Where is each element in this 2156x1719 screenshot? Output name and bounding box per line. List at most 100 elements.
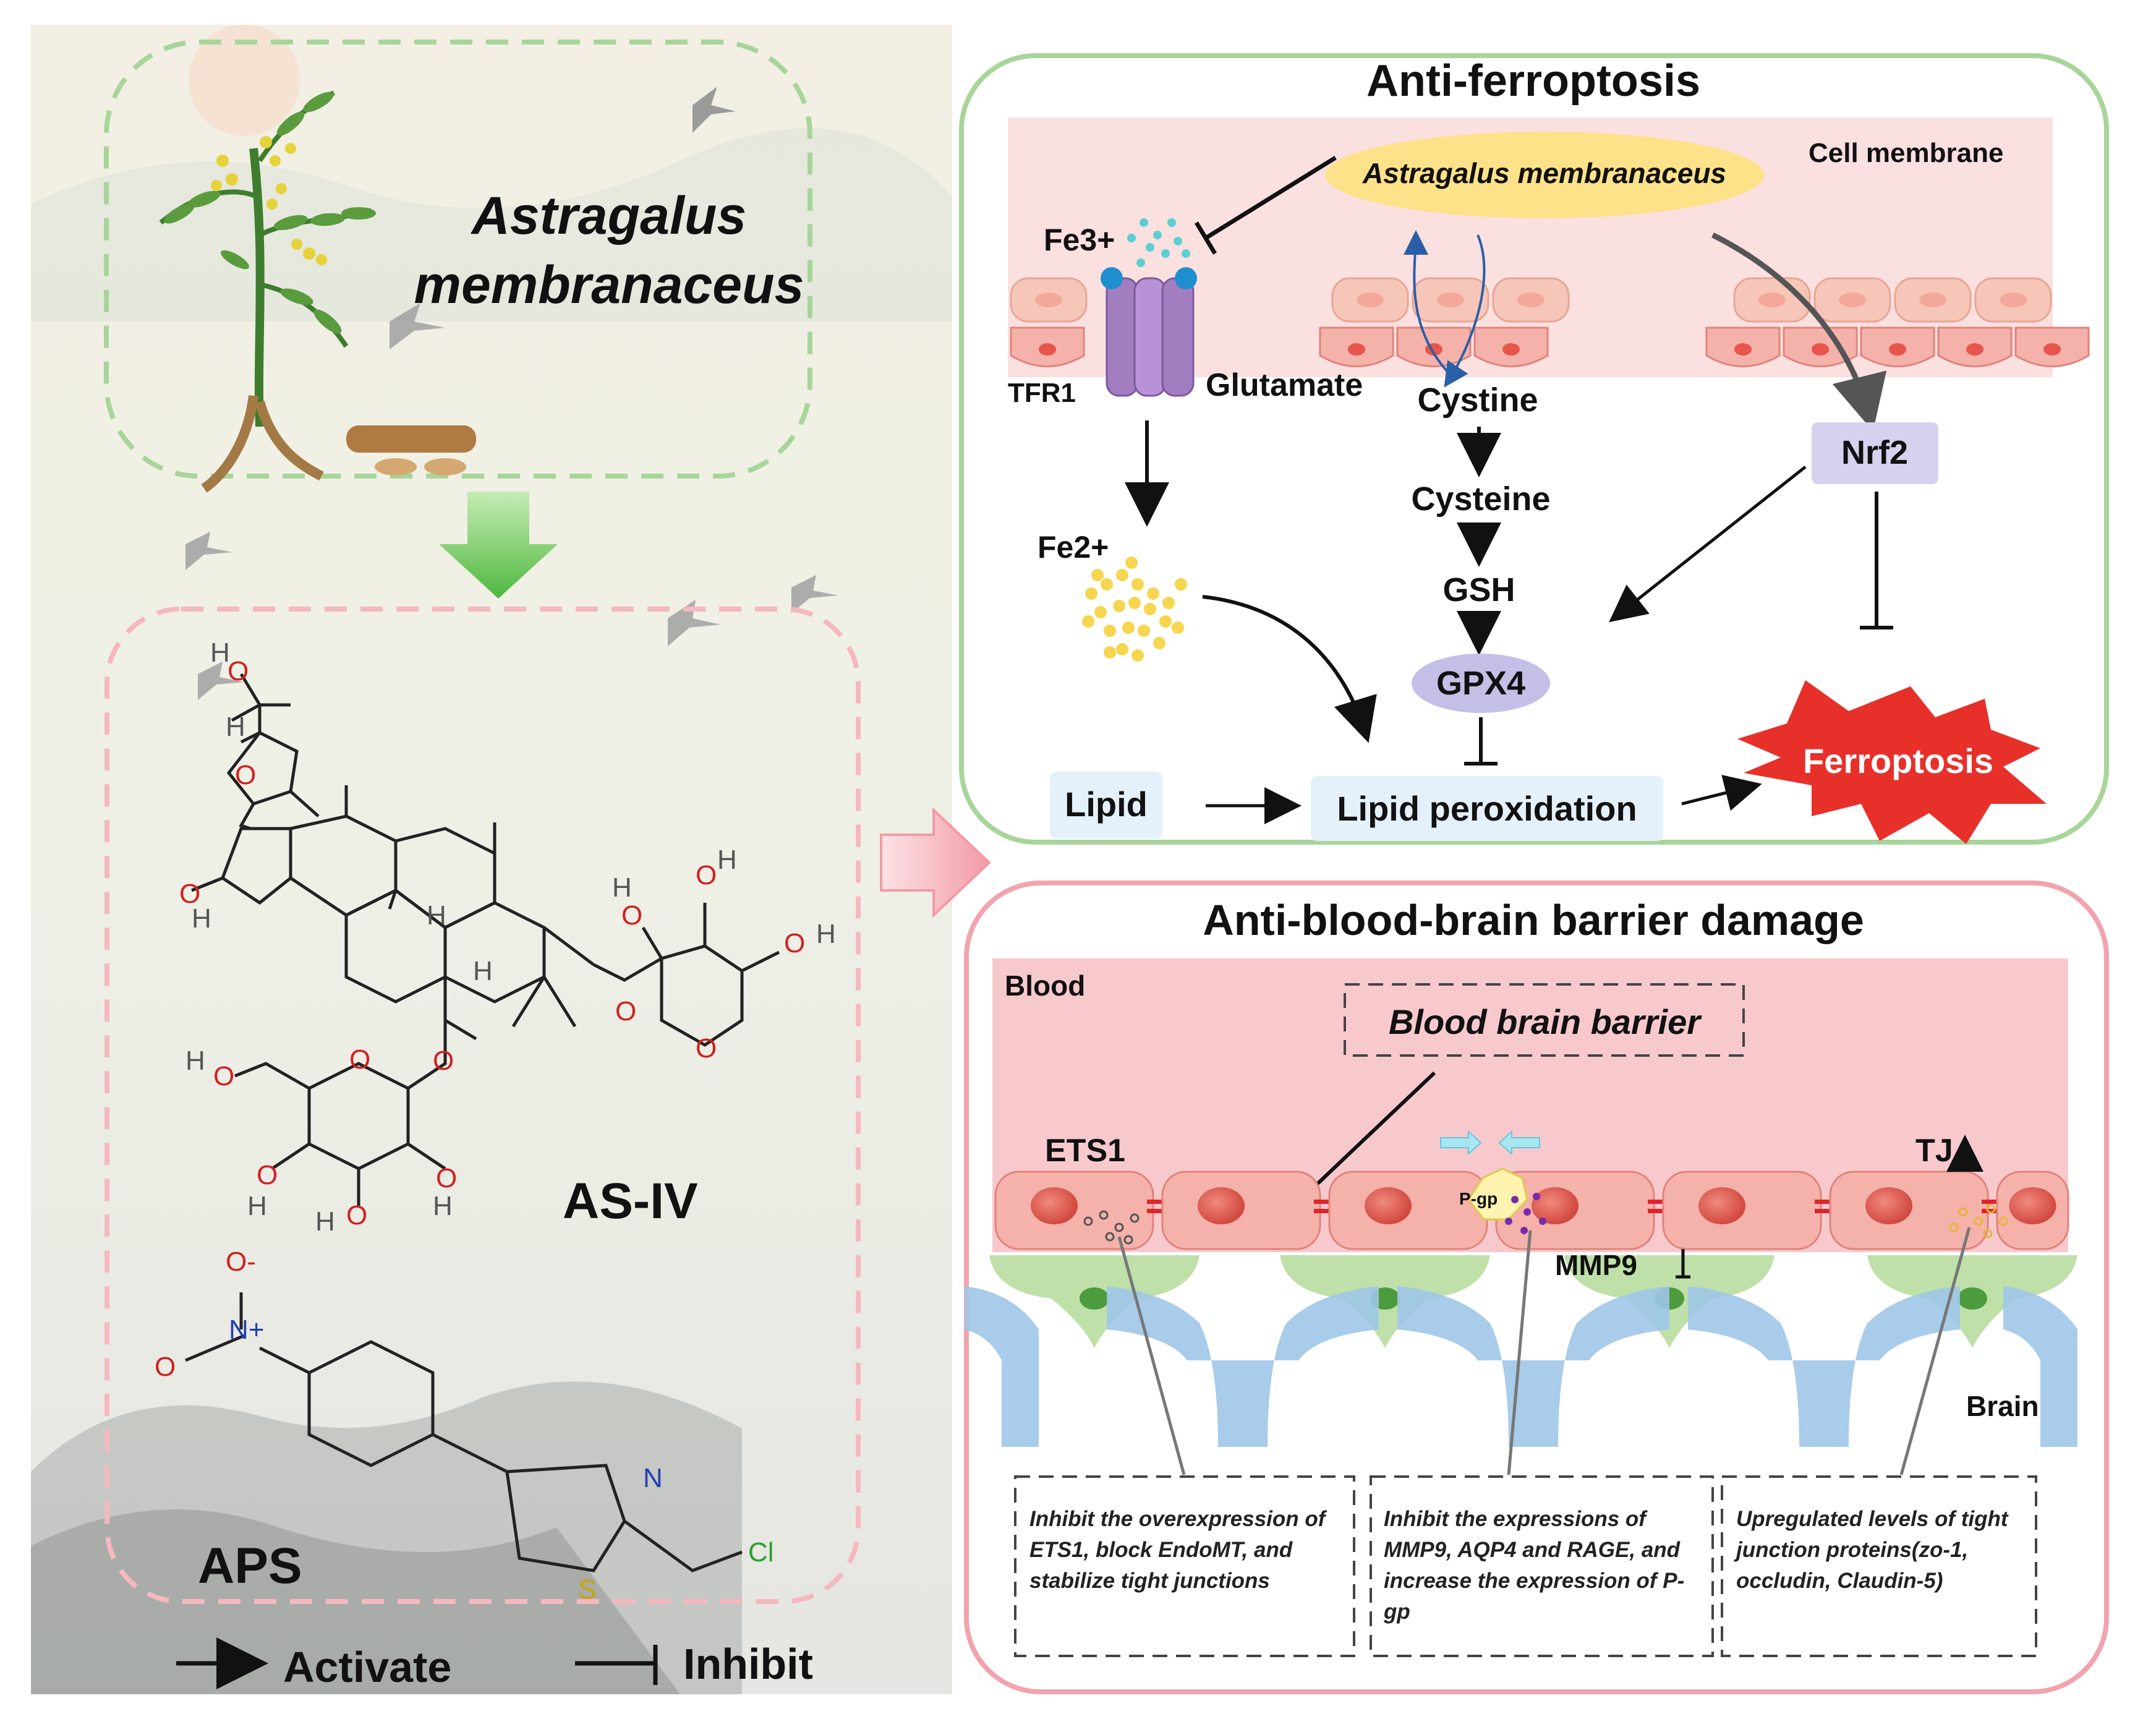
right-arrow-icon	[880, 807, 991, 918]
atom-o-7: O	[621, 900, 642, 931]
pgp-icon	[1467, 1167, 1528, 1221]
ets1-label: ETS1	[1045, 1133, 1125, 1169]
fe2-ion	[1101, 578, 1113, 591]
pericyte	[2003, 1286, 2077, 1447]
endothelial-cell	[1495, 1171, 1655, 1250]
note-box-3	[1721, 1475, 2037, 1657]
inhibit-fe3-arrow	[1194, 156, 1337, 255]
fe2-ion	[1091, 569, 1104, 581]
endothelial-cell	[994, 1171, 1154, 1250]
fe2-ion	[1131, 649, 1144, 662]
endothelial-cell	[1662, 1171, 1822, 1250]
compounds-box	[104, 607, 861, 1604]
atom-h-3: H	[192, 903, 211, 934]
atom-s-thiazole: S	[578, 1574, 596, 1605]
fe2-ion	[1116, 569, 1128, 581]
mmp9-dots	[1505, 1193, 1546, 1234]
membrane-cell	[1783, 326, 1858, 367]
membrane-cell	[1473, 326, 1549, 367]
endothelial-cell	[1328, 1171, 1488, 1250]
arrow-astragalus-nrf2	[1711, 232, 1887, 432]
pericyte	[1688, 1286, 1960, 1447]
legend: Activate Inhibit	[176, 1637, 813, 1691]
nrf2-box	[1812, 422, 1938, 484]
atom-o-4: O	[615, 996, 636, 1026]
fe2-ion	[1159, 615, 1172, 628]
cystine-label: Cystine	[1417, 382, 1538, 419]
aps-atom-labels: O- N+ O N S Cl	[155, 1247, 774, 1605]
note-text-1: Inhibit the overexpression of ETS1, bloc…	[1029, 1507, 1326, 1593]
astragalus-ellipse-label: Astragalus membranaceus	[1362, 157, 1726, 189]
pericyte	[1397, 1286, 1669, 1447]
note-text-3: Upregulated levels of tight junction pro…	[1736, 1507, 2008, 1593]
atom-o-11: O	[213, 1061, 234, 1091]
astrocyte	[1867, 1255, 2077, 1348]
atom-h-4: H	[427, 900, 446, 931]
pgp-efflux-arrows	[1440, 1130, 1540, 1156]
atom-h-6: H	[717, 845, 737, 875]
endothelial-cells	[994, 1171, 2069, 1250]
atom-o-6: O	[696, 860, 717, 890]
atom-o-14: O	[436, 1163, 457, 1193]
note-text-2: Inhibit the expressions of MMP9, AQP4 an…	[1384, 1507, 1685, 1624]
exchange-arrows	[1403, 230, 1486, 388]
fe2-ion	[1082, 615, 1094, 628]
fe3-ions	[1127, 218, 1190, 267]
atom-o-9: O	[433, 1046, 454, 1076]
membrane-cell	[2014, 326, 2090, 367]
fe2-ion	[1085, 587, 1097, 600]
bbb-label-box	[1344, 983, 1745, 1057]
atom-o-1: O	[228, 656, 249, 686]
membrane-cell	[1937, 326, 2013, 367]
legend-inhibit: Inhibit	[683, 1640, 813, 1688]
note-box-1	[1014, 1475, 1355, 1657]
compound-as-iv-label: AS-IV	[563, 1173, 698, 1229]
atom-o-nitro: O	[155, 1352, 176, 1382]
inhibit-bar-icon	[575, 1645, 658, 1685]
note-box-2	[1370, 1475, 1714, 1657]
membrane-cell	[1492, 277, 1570, 323]
atom-o-5: O	[696, 1033, 717, 1064]
arrow-fe2-lipidperox	[1202, 595, 1377, 743]
ferroptosis-label: Ferroptosis	[1803, 741, 1993, 780]
lipid-peroxidation-box	[1311, 776, 1663, 841]
membrane-cell	[1813, 277, 1891, 323]
lipid-box	[1050, 772, 1162, 838]
ferroptosis-membrane-cells	[1010, 277, 2090, 367]
nrf2-inhibit-bar	[1860, 492, 1893, 629]
fe2-ion	[1104, 646, 1116, 659]
cell-membrane-label: Cell membrane	[1809, 138, 2003, 168]
fe2-ion	[1116, 643, 1128, 655]
note-connector-lines	[1117, 1227, 1971, 1475]
fe2-ion	[1147, 587, 1159, 600]
membrane-cell	[1705, 326, 1781, 367]
cysteine-label: Cysteine	[1411, 480, 1550, 518]
atom-o-8: O	[784, 928, 805, 958]
fe2-ion	[1144, 603, 1156, 615]
membrane-cell	[1331, 277, 1409, 323]
aps-structure	[185, 1292, 743, 1572]
atom-h-5: H	[473, 956, 493, 986]
mmp9-label: MMP9	[1555, 1249, 1637, 1281]
tfr1-transporter-icon	[1101, 267, 1197, 397]
tfr1-label: TFR1	[1008, 378, 1076, 408]
membrane-cell	[1396, 326, 1472, 367]
fe2-ions	[1082, 557, 1187, 662]
atom-o-2: O	[235, 760, 256, 790]
atom-h-12: H	[433, 1191, 453, 1221]
fe2-ion	[1094, 606, 1107, 618]
lipid-label: Lipid	[1065, 785, 1148, 824]
arrow-perox-ferroptosis	[1681, 775, 1762, 811]
herb-box	[104, 40, 812, 479]
tight-junction	[1314, 1200, 1331, 1213]
fe2-ion	[1128, 597, 1141, 609]
pericyte	[1107, 1286, 1379, 1447]
fe2-ion	[1125, 557, 1138, 569]
legend-activate: Activate	[283, 1643, 451, 1691]
membrane-cell	[1974, 277, 2052, 323]
gpx4-inhibit-bar	[1464, 717, 1498, 766]
fe2-ion	[1104, 625, 1116, 637]
atom-h-2: H	[226, 712, 245, 742]
astragalus-ellipse	[1325, 132, 1764, 218]
left-background	[31, 25, 952, 1694]
